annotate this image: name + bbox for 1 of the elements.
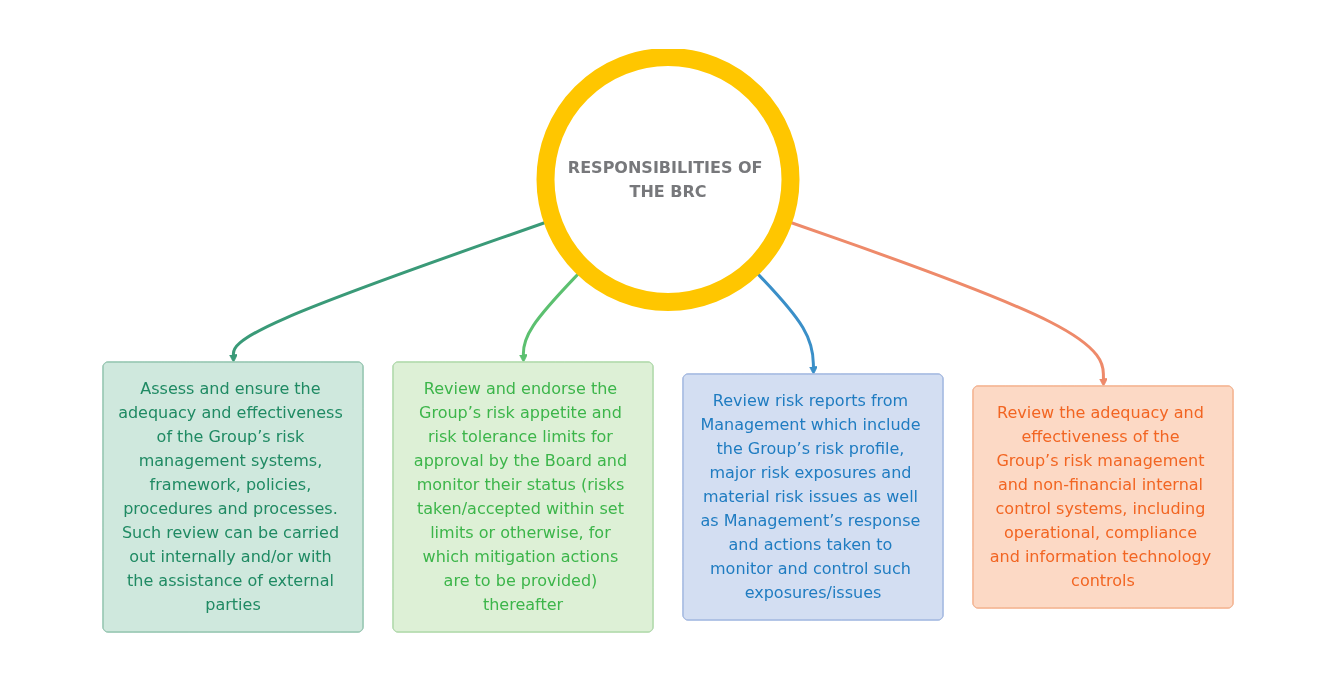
node-circle: RESPONSIBILITIES OF THE BRC — [536, 49, 800, 311]
